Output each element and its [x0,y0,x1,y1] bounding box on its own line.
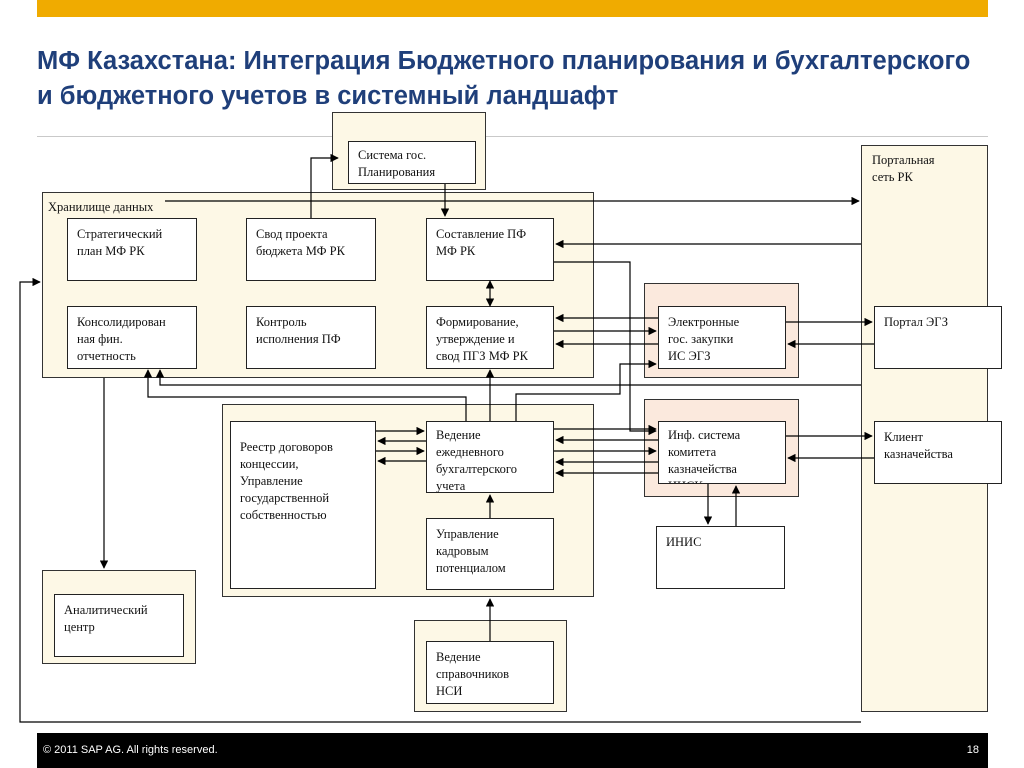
hr-management-box: Управление кадровым потенциалом [426,518,554,590]
pf-control-box: Контроль исполнения ПФ [246,306,376,369]
page-title: МФ Казахстана: Интеграция Бюджетного пла… [37,47,971,110]
treasury-system-box: Инф. система комитета казначейства ИИСК [658,421,786,484]
title-divider [37,136,988,137]
arrow-accounting-to-consolidated [143,369,467,421]
consolidated-reporting-box: Консолидирован ная фин. отчетность [67,306,197,369]
analytic-center-box: Аналитический центр [54,594,184,657]
arrow-portal-to-consolidated [155,369,861,386]
treasury-client-box: Клиент казначейства [874,421,1002,484]
strategic-plan-box: Стратегический план МФ РК [67,218,197,281]
arrow-budget-to-planning [310,153,339,218]
pf-compile-box: Составление ПФ МФ РК [426,218,554,281]
reference-data-box: Ведение справочников НСИ [426,641,554,704]
budget-draft-box: Свод проекта бюджета МФ РК [246,218,376,281]
data-storage-label: Хранилище данных [48,200,154,214]
daily-accounting-box: Ведение ежедневного бухгалтерского учета [426,421,554,493]
top-accent-bar [37,0,988,17]
arrow-accounting-to-egz [515,359,657,421]
egz-system-box: Электронные гос. закупки ИС ЭГЗ [658,306,786,369]
pgz-forming-box: Формирование, утверждение и свод ПГЗ МФ … [426,306,554,369]
copyright-text: © 2011 SAP AG. All rights reserved. [43,744,218,756]
egz-portal-box: Портал ЭГЗ [874,306,1002,369]
planning-system-box: Система гос. Планирования [348,141,476,184]
registry-box: Реестр договоров концессии, Управление г… [230,421,376,589]
arrow-loop-to-storage [19,277,861,723]
footer-bar: © 2011 SAP AG. All rights reserved. 18 [37,733,988,768]
inis-box: ИНИС [656,526,785,589]
portal-network-label: Портальная сеть РК [872,153,935,184]
arrow-pf-to-treasury [554,261,657,436]
page-number: 18 [966,744,979,756]
